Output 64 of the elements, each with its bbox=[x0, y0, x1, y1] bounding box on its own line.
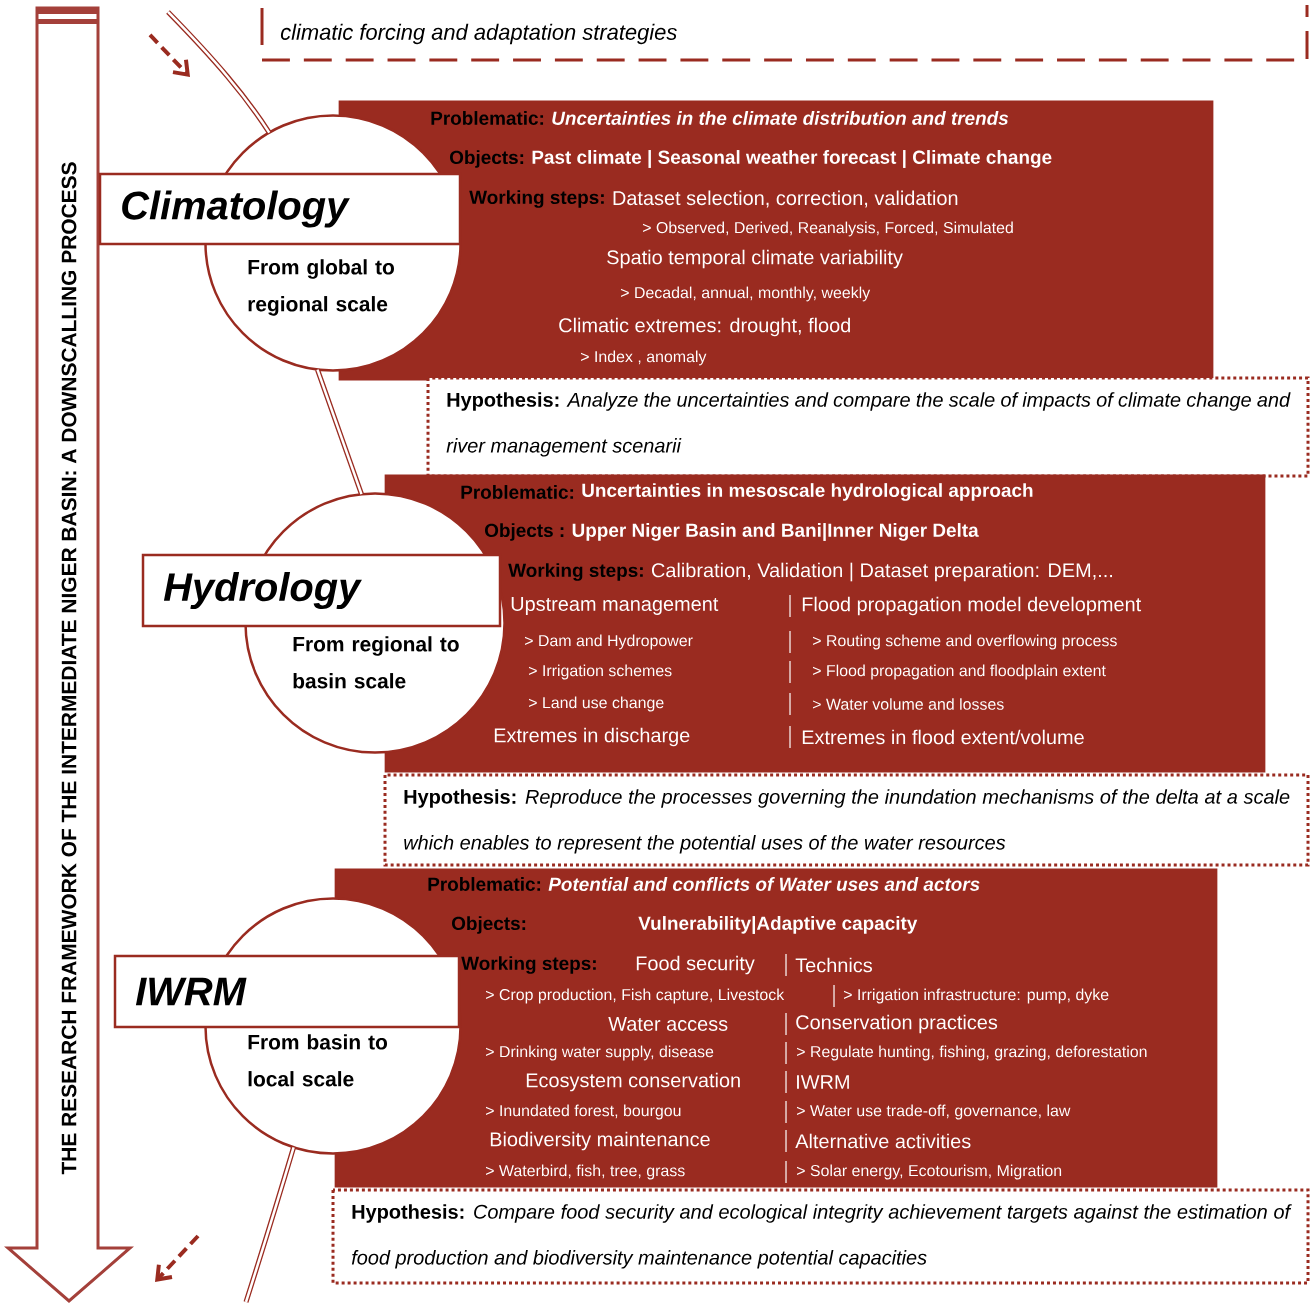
title-banner: Hydrology bbox=[141, 553, 502, 628]
sub-item-text: > Solar energy, Ecotourism, Migration bbox=[797, 1164, 1062, 1180]
panel-text: Spatio temporal climate variability bbox=[607, 249, 903, 269]
field-label: Problematic: bbox=[461, 485, 574, 499]
sub-item-text: > Irrigation infrastructure: pump, dyke bbox=[844, 988, 1109, 1004]
panel-text: IWRM bbox=[797, 1075, 849, 1089]
panel-text: Biodiversity maintenance bbox=[490, 1131, 710, 1151]
sub-item-text: > Waterbird, fish, tree, grass bbox=[486, 1164, 685, 1180]
title-banner: Climatology bbox=[98, 172, 462, 246]
panel-text: Climatic extremes: drought, flood bbox=[559, 317, 850, 337]
field-label: Objects : bbox=[485, 523, 564, 541]
double-line-connector bbox=[243, 1146, 297, 1303]
sub-item-text: > Land use change bbox=[529, 696, 664, 712]
panel-text: Conservation practices bbox=[796, 1014, 998, 1034]
field-label: Objects: bbox=[450, 150, 524, 168]
panel-text: Uncertainties in mesoscale hydrological approach bbox=[582, 483, 1033, 501]
scale-caption: From basin to local scale bbox=[248, 1034, 388, 1087]
panel-text: Potential and conflicts of Water uses and actors bbox=[548, 877, 980, 891]
sub-item-text: > Drinking water supply, disease bbox=[486, 1045, 714, 1061]
panel-text: Uncertainties in the climate distribution and trends bbox=[552, 111, 1009, 125]
sub-item-text: > Regulate hunting, fishing, grazing, deforestation bbox=[797, 1045, 1147, 1061]
sub-item-text: > Decadal, annual, monthly, weekly bbox=[621, 286, 871, 302]
sub-item-text: > Water volume and losses bbox=[813, 698, 1004, 710]
hypothesis-text: Hypothesis: Reproduce the processes governing the inundation mechanisms of the delta at a scale which enables to represent the potential uses of the water resources bbox=[404, 789, 1290, 854]
panel-text: Upper Niger Basin and Bani|Inner Niger Delta bbox=[572, 523, 979, 541]
sub-item-text: > Water use trade-off, governance, law bbox=[797, 1104, 1071, 1120]
hypothesis-box bbox=[383, 773, 1310, 867]
panel-text: Alternative activities bbox=[795, 1133, 971, 1149]
title-banner: IWRM bbox=[113, 954, 461, 1029]
field-label: Working steps: bbox=[508, 563, 643, 581]
panel-text: Upstream management bbox=[511, 597, 719, 615]
scale-caption: From global to regional scale bbox=[248, 259, 394, 316]
panel-text: Past climate | Seasonal weather forecast | Climate change bbox=[532, 150, 1052, 168]
panel-text: Dataset selection, correction, validation bbox=[613, 190, 958, 208]
note-box: climatic forcing and adaptation strategies bbox=[260, 5, 1309, 62]
hypothesis-text: Hypothesis: Compare food security and ecological integrity achievement targets against the estimation of food production and biodiversity maintenance potential capacities bbox=[351, 1204, 1292, 1269]
hypothesis-text: Hypothesis: Analyze the uncertainties and compare the scale of impacts of climate change and river management scenarii bbox=[446, 392, 1291, 457]
field-label: Working steps: bbox=[461, 956, 596, 974]
sub-item-text: > Crop production, Fish capture, Livestock bbox=[486, 988, 785, 1004]
panel-text: Extremes in discharge bbox=[494, 727, 690, 747]
sub-item-text: > Observed, Derived, Reanalysis, Forced, Simulated bbox=[643, 221, 1013, 237]
panel-text: Calibration, Validation | Dataset preparation: DEM,... bbox=[652, 562, 1113, 582]
sub-item-text: > Index , anomaly bbox=[581, 350, 707, 366]
sub-item-text: > Inundated forest, bourgou bbox=[486, 1104, 681, 1120]
sub-item-text: > Routing scheme and overflowing process bbox=[813, 634, 1117, 650]
hypothesis-box bbox=[426, 376, 1310, 478]
field-label: Problematic: bbox=[431, 111, 544, 125]
double-line-connector bbox=[166, 10, 272, 134]
panel-text: Technics bbox=[795, 957, 872, 973]
panel-text: Ecosystem conservation bbox=[526, 1072, 740, 1092]
panel-text: Flood propagation model development bbox=[802, 596, 1142, 616]
field-label: Problematic: bbox=[428, 877, 541, 891]
panel-text: Extremes in flood extent/volume bbox=[802, 729, 1084, 745]
sub-item-text: > Flood propagation and floodplain extent bbox=[813, 664, 1106, 680]
sub-item-text: > Dam and Hydropower bbox=[525, 634, 693, 650]
double-line-connector bbox=[315, 368, 364, 496]
panel-text: Water access bbox=[608, 1017, 728, 1031]
sub-item-text: > Irrigation schemes bbox=[529, 664, 672, 680]
panel-text: Vulnerability|Adaptive capacity bbox=[638, 916, 918, 934]
panel-text: Food security bbox=[636, 955, 755, 975]
scale-caption: From regional to basin scale bbox=[293, 636, 459, 689]
hypothesis-box bbox=[331, 1188, 1310, 1285]
field-label: Objects: bbox=[452, 916, 526, 934]
field-label: Working steps: bbox=[469, 190, 604, 208]
